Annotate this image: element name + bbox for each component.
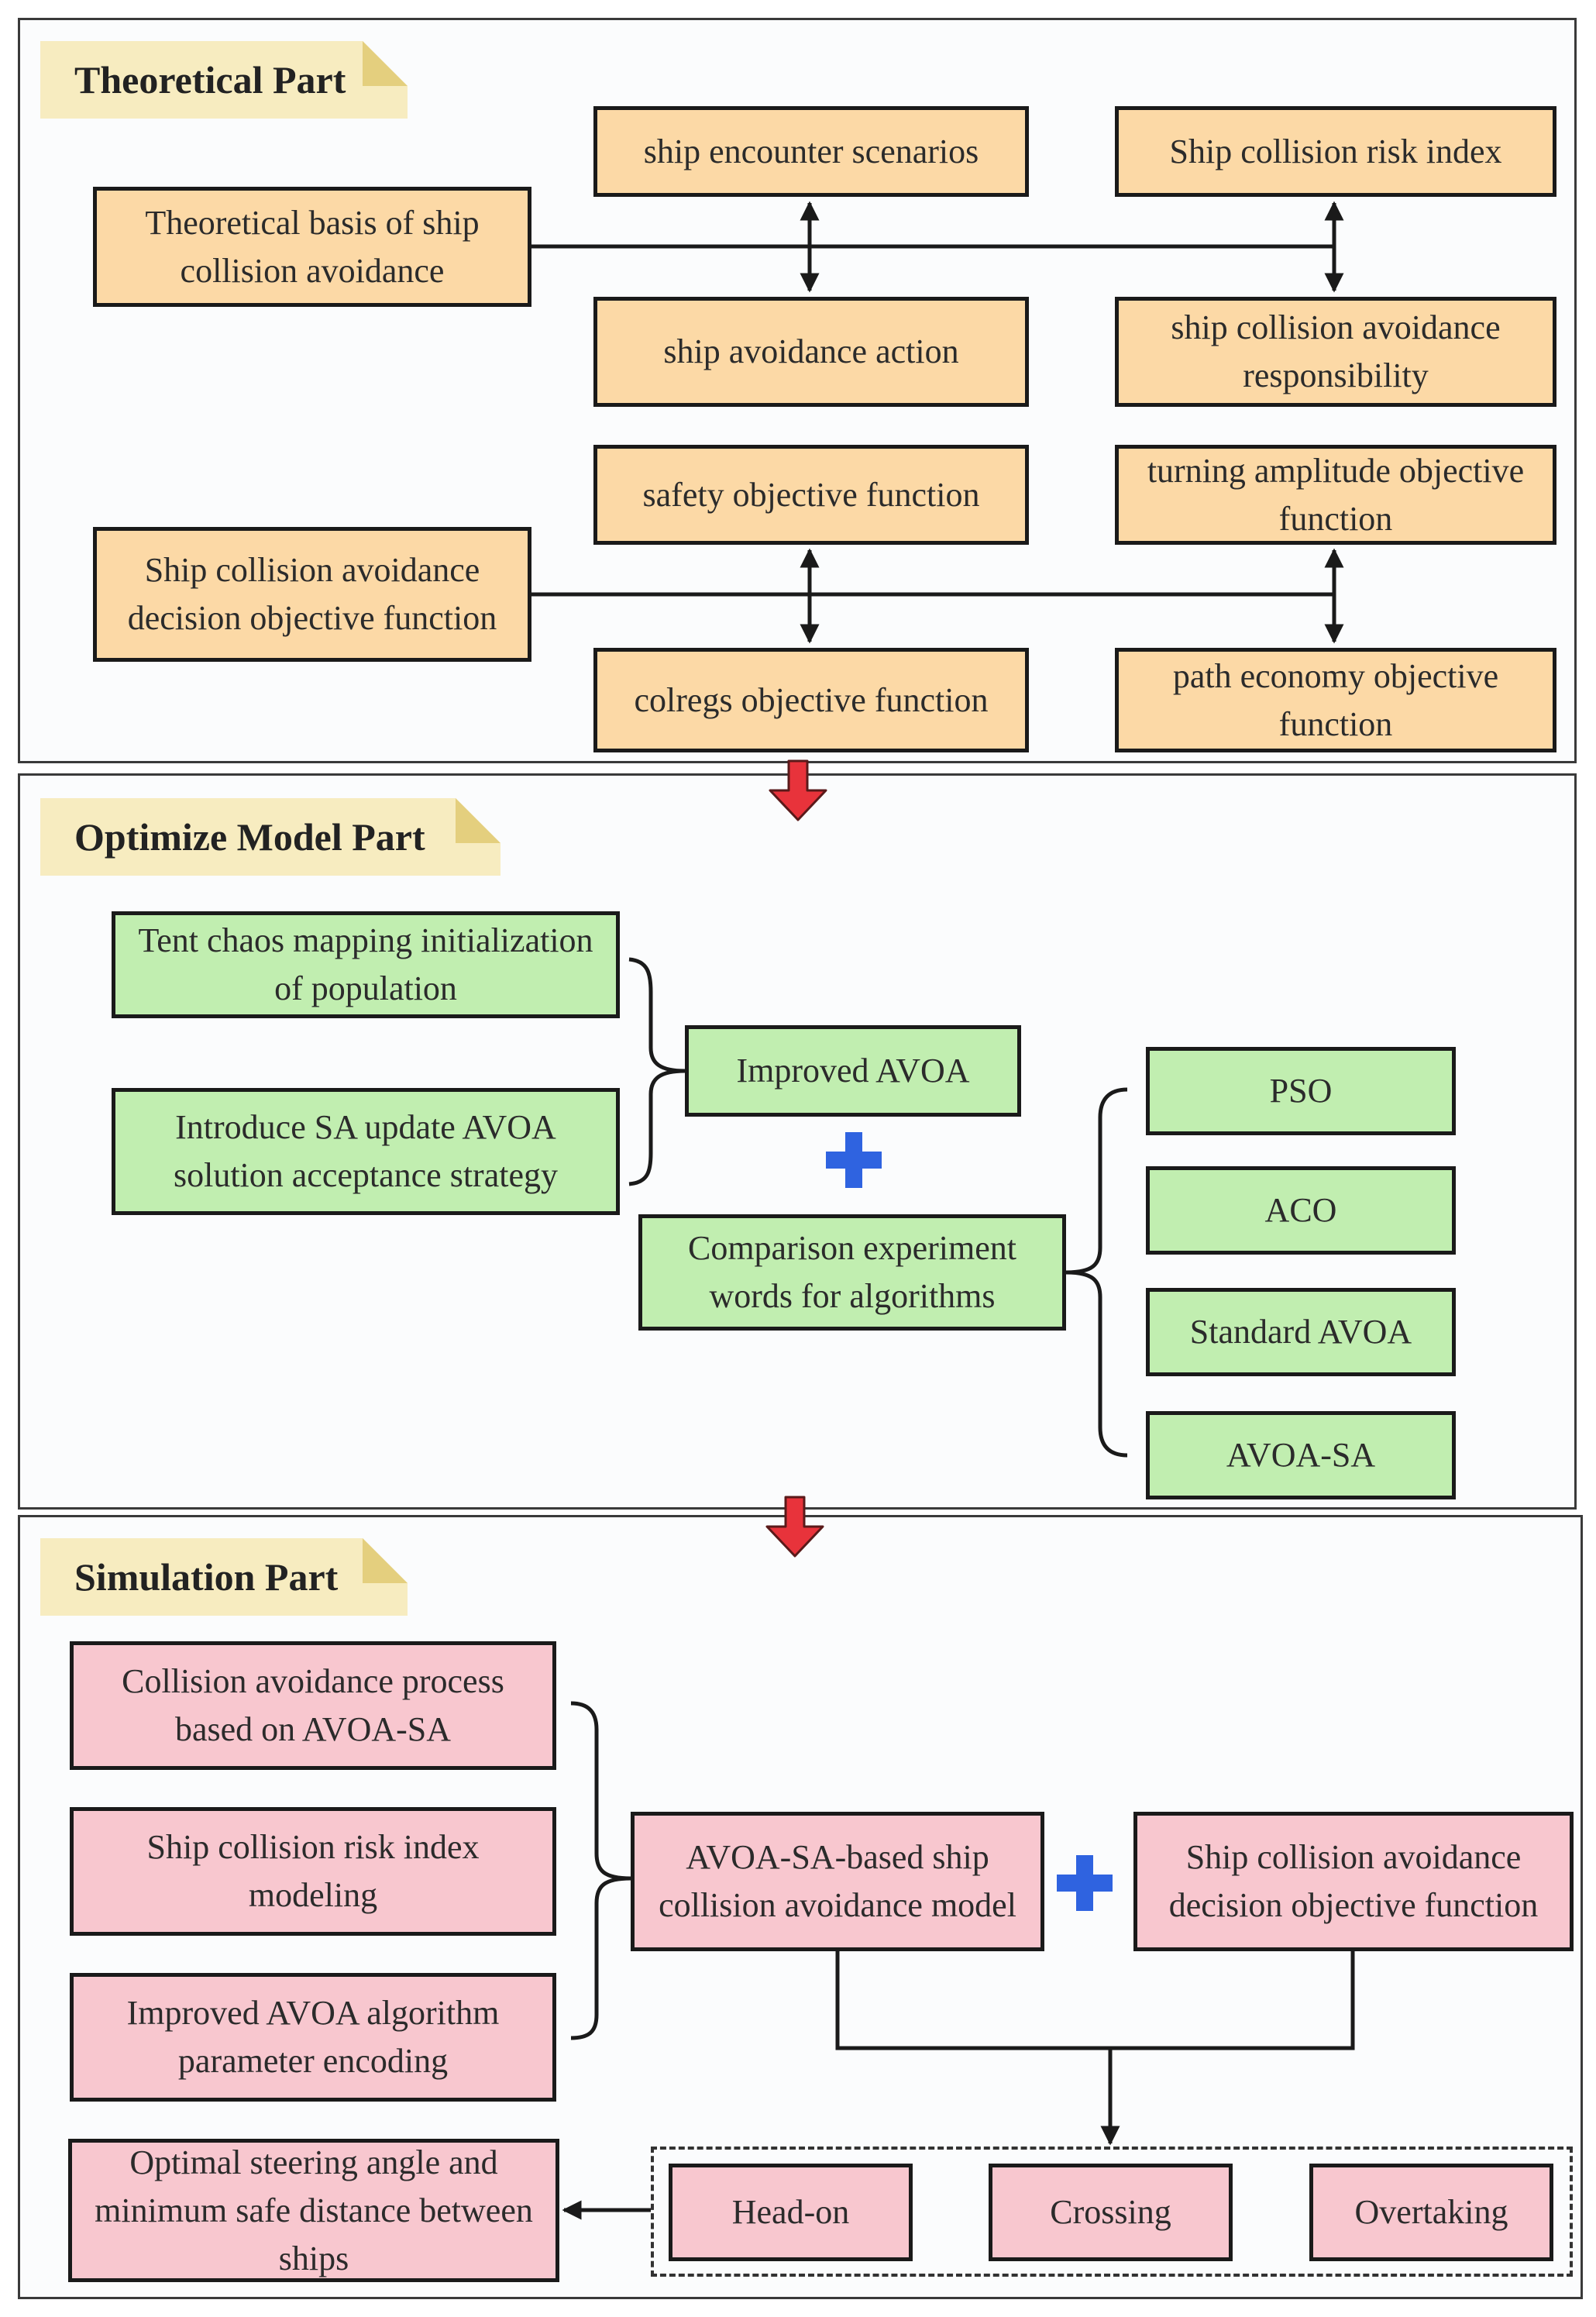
tent-chaos-mapping-box: Tent chaos mapping initialization of pop… [112,911,620,1018]
standard-avoa-box: Standard AVOA [1146,1288,1456,1376]
ship-avoidance-action-box: ship avoidance action [593,297,1029,407]
overtaking-box: Overtaking [1309,2164,1553,2261]
simulation-decision-objective-function-box: Ship collision avoidance decision object… [1133,1812,1574,1951]
improved-avoa-box: Improved AVOA [685,1025,1021,1117]
collision-avoidance-responsibility-box: ship collision avoidance responsibility [1115,297,1556,407]
plus-icon [826,1132,882,1188]
collision-risk-index-modeling-box: Ship collision risk index modeling [70,1807,556,1936]
simulation-part-title: Simulation Part [40,1538,408,1616]
parameter-encoding-box: Improved AVOA algorithm parameter encodi… [70,1973,556,2102]
plus-icon [1057,1855,1113,1911]
decision-objective-function-box: Ship collision avoidance decision object… [93,527,531,662]
head-on-box: Head-on [669,2164,913,2261]
optimize-model-part-title: Optimize Model Part [40,798,500,876]
theoretical-part-title: Theoretical Part [40,41,408,119]
path-economy-objective-function-box: path economy objective function [1115,648,1556,752]
aco-box: ACO [1146,1166,1456,1255]
colregs-objective-function-box: colregs objective function [593,648,1029,752]
pso-box: PSO [1146,1047,1456,1135]
collision-avoidance-process-box: Collision avoidance process based on AVO… [70,1641,556,1770]
safety-objective-function-box: safety objective function [593,445,1029,545]
optimal-steering-angle-box: Optimal steering angle and minimum safe … [68,2139,559,2282]
encounter-scenarios-group [651,2147,1573,2277]
ship-collision-risk-index-box: Ship collision risk index [1115,106,1556,197]
sa-acceptance-strategy-box: Introduce SA update AVOA solution accept… [112,1088,620,1215]
avoa-sa-collision-avoidance-model-box: AVOA-SA-based ship collision avoidance m… [631,1812,1044,1951]
avoa-sa-box: AVOA-SA [1146,1411,1456,1499]
ship-encounter-scenarios-box: ship encounter scenarios [593,106,1029,197]
comparison-experiment-box: Comparison experiment words for algorith… [638,1214,1066,1331]
turning-amplitude-objective-function-box: turning amplitude objective function [1115,445,1556,545]
theoretical-basis-box: Theoretical basis of ship collision avoi… [93,187,531,307]
crossing-box: Crossing [989,2164,1233,2261]
